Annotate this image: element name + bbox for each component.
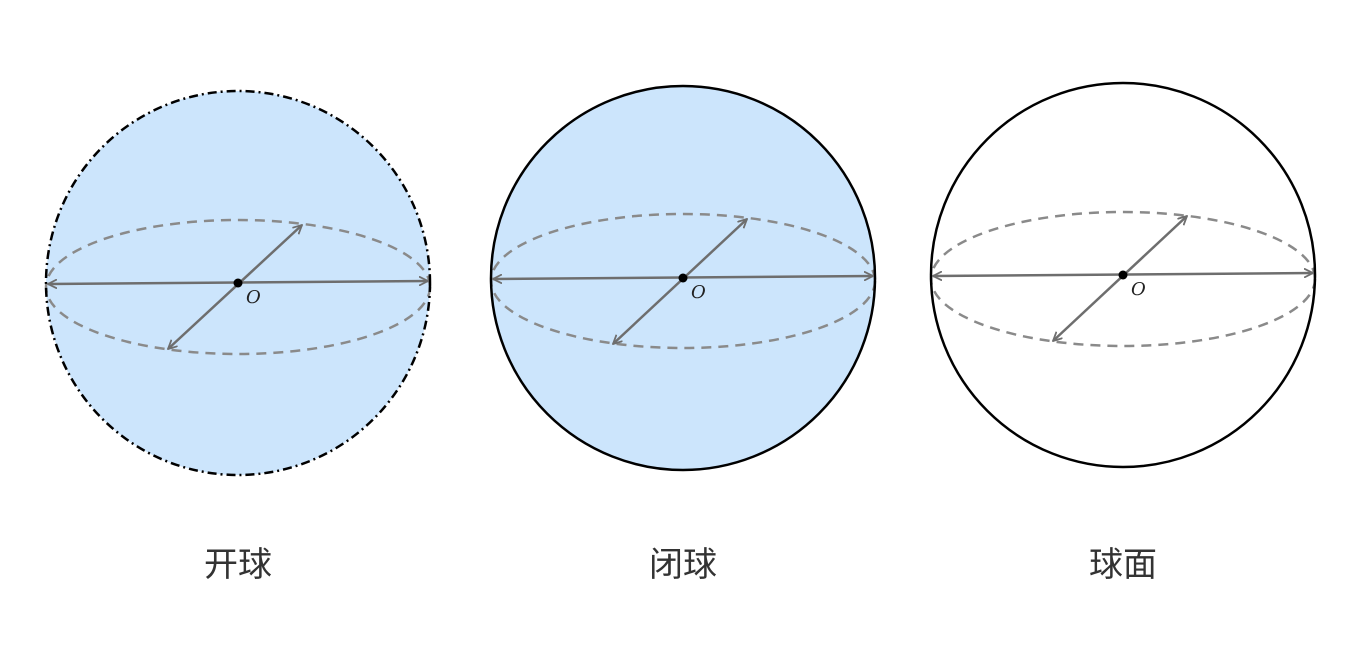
sphere-boundary xyxy=(929,81,1317,469)
closed-ball-caption: 闭球 xyxy=(649,545,717,585)
sphere-center-label: O xyxy=(1131,279,1146,300)
open-ball-center-point xyxy=(233,278,243,288)
sphere-depth-diameter xyxy=(1053,216,1187,341)
sphere-panel: O xyxy=(929,81,1317,469)
closed-ball-center-point xyxy=(678,273,688,283)
open-ball-depth-diameter xyxy=(168,225,302,349)
open-ball-center-label: O xyxy=(246,287,261,308)
closed-ball-center-label: O xyxy=(691,282,706,303)
open-ball-caption: 开球 xyxy=(204,545,272,585)
open-ball-panel: O xyxy=(44,89,432,477)
closed-ball-boundary xyxy=(489,84,877,472)
open-ball-boundary xyxy=(44,89,432,477)
sphere-caption: 球面 xyxy=(1089,545,1157,585)
sphere-center-point xyxy=(1118,270,1128,280)
closed-ball-depth-diameter xyxy=(613,219,747,344)
closed-ball-panel: O xyxy=(489,84,877,472)
